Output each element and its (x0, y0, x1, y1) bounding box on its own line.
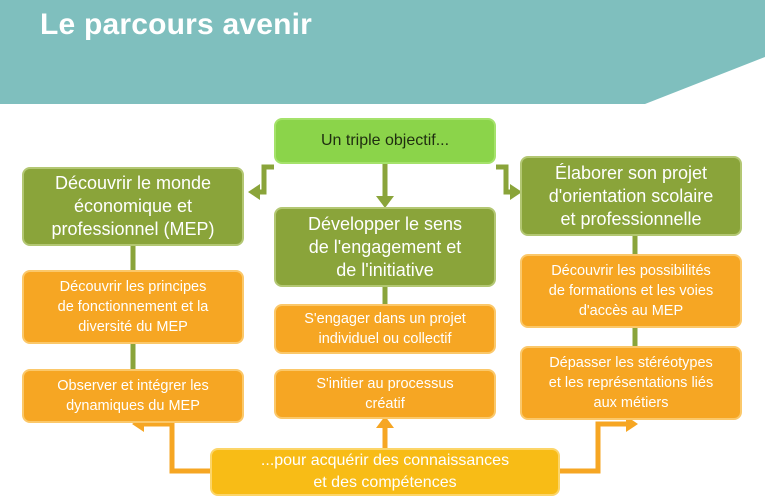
connector-top-right (496, 164, 513, 195)
item-engagement-project: S'engager dans un projet individuel ou c… (274, 304, 496, 354)
objective-label: Un triple objectif... (320, 132, 450, 149)
heading-orientation-label: Élaborer son projet d'orientation scolai… (548, 162, 714, 229)
header-banner (0, 0, 765, 104)
item-mep-dynamics: Observer et intégrer les dynamiques du M… (22, 369, 244, 423)
arrow-left-head (248, 184, 260, 200)
item-mep-dynamics-label: Observer et intégrer les dynamiques du M… (57, 378, 209, 414)
outcome-box: ...pour acquérir des connaissances et de… (210, 448, 560, 496)
outcome-label: ...pour acquérir des connaissances et de… (260, 452, 510, 491)
connector-bottom-left (140, 421, 210, 474)
connector-top-left (257, 164, 274, 195)
heading-orientation: Élaborer son projet d'orientation scolai… (520, 156, 742, 236)
item-engagement-project-label: S'engager dans un projet individuel ou c… (304, 311, 466, 347)
connector-bottom-right (560, 421, 630, 474)
item-orientation-training-label: Découvrir les possibilités de formations… (548, 263, 714, 319)
objective-box: Un triple objectif... (274, 118, 496, 164)
item-orientation-stereotypes-label: Dépasser les stéréotypes et les représen… (548, 355, 714, 411)
item-engagement-creative-label: S'initier au processus créatif (316, 376, 454, 412)
item-orientation-training: Découvrir les possibilités de formations… (520, 254, 742, 328)
heading-mep-label: Découvrir le monde économique et profess… (51, 173, 215, 239)
heading-engagement-label: Développer le sens de l'engagement et de… (307, 213, 463, 280)
heading-engagement: Développer le sens de l'engagement et de… (274, 207, 496, 287)
item-mep-principles-label: Découvrir les principes de fonctionnemen… (57, 279, 209, 335)
item-mep-principles: Découvrir les principes de fonctionnemen… (22, 270, 244, 344)
page-title: Le parcours avenir (40, 8, 313, 41)
heading-mep: Découvrir le monde économique et profess… (22, 167, 244, 246)
item-engagement-creative: S'initier au processus créatif (274, 369, 496, 419)
item-orientation-stereotypes: Dépasser les stéréotypes et les représen… (520, 346, 742, 420)
